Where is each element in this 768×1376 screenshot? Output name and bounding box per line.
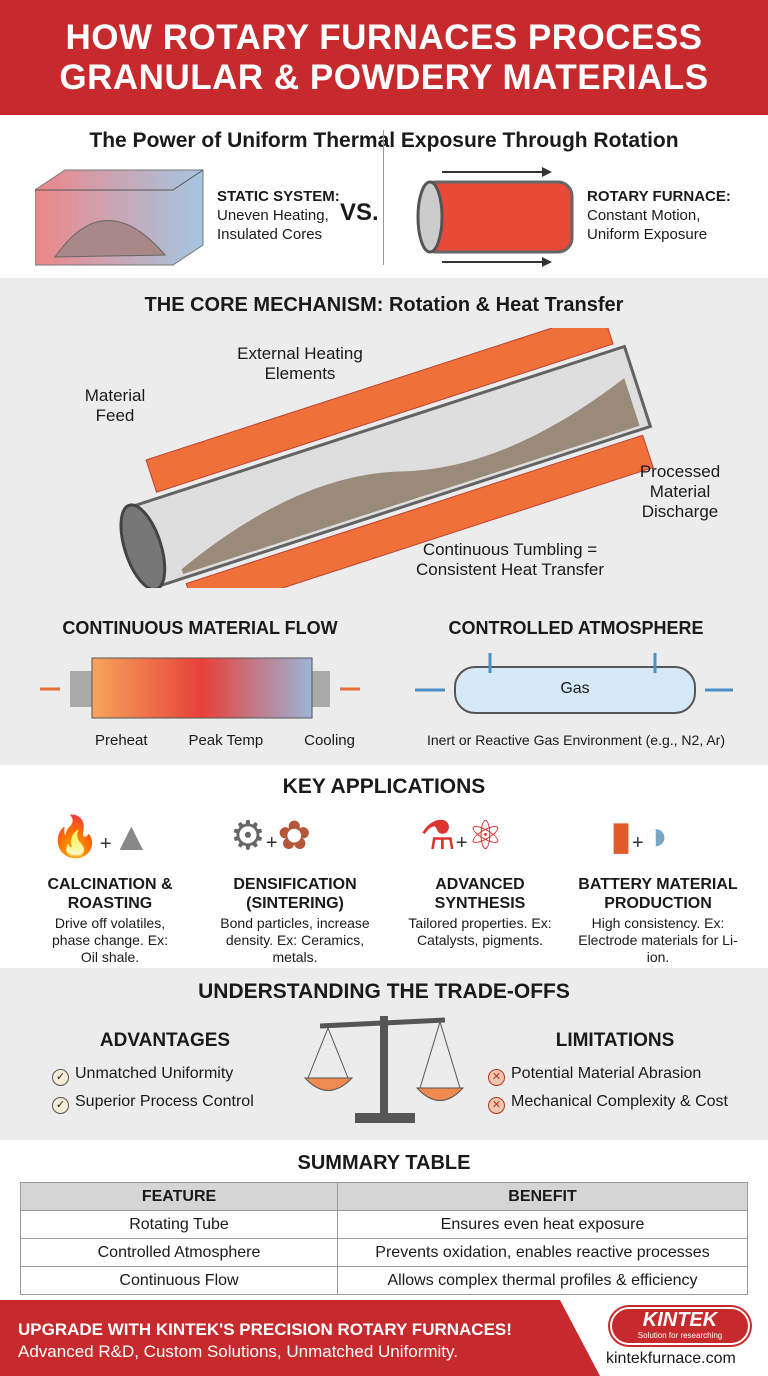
zone-cooling: Cooling <box>304 732 355 749</box>
divider <box>383 130 384 265</box>
applications-title: KEY APPLICATIONS <box>282 775 486 798</box>
battery-icon: ▮+◑ <box>610 814 668 858</box>
atmosphere-caption: Inert or Reactive Gas Environment (e.g.,… <box>426 732 725 748</box>
static-desc-1: Uneven Heating, <box>217 207 329 224</box>
summary-title: SUMMARY TABLE <box>297 1152 471 1174</box>
gas-label: Gas <box>560 680 590 697</box>
tradeoffs-title: UNDERSTANDING THE TRADE-OFFS <box>198 980 570 1003</box>
material-feed-label: Material Feed <box>84 386 146 425</box>
balance-scale-icon <box>303 1016 465 1123</box>
tumbling-label: Continuous Tumbling = Consistent Heat Tr… <box>415 540 605 579</box>
flow-diagram <box>40 657 360 719</box>
gears-particles-icon: ⚙+✿ <box>230 814 312 858</box>
flame-powder-icon: 🔥+▲ <box>50 815 152 859</box>
heating-elements-label: External Heating Elements <box>237 344 363 383</box>
limitation-item: ✕Mechanical Complexity & Cost <box>488 1088 728 1116</box>
footer-cta: UPGRADE WITH KINTEK'S PRECISION ROTARY F… <box>18 1320 512 1339</box>
advantage-item: ✓Unmatched Uniformity <box>52 1060 254 1088</box>
zone-peak-temp: Peak Temp <box>188 732 264 749</box>
limitation-item: ✕Potential Material Abrasion <box>488 1060 728 1088</box>
rotary-title: ROTARY FURNACE: <box>587 188 731 205</box>
limitations-title: LIMITATIONS <box>555 1030 675 1051</box>
check-icon: ✓ <box>52 1097 69 1114</box>
flask-molecule-icon: ⚗+⚛ <box>420 814 504 858</box>
title-line-1: HOW ROTARY FURNACES PROCESS <box>65 18 703 57</box>
vs-label: VS. <box>340 199 379 226</box>
x-icon: ✕ <box>488 1069 505 1086</box>
rotary-tube-illustration <box>416 167 574 267</box>
discharge-label: Processed Material Discharge <box>639 462 721 521</box>
header-banner: HOW ROTARY FURNACES PROCESS GRANULAR & P… <box>0 0 768 115</box>
rotary-desc-2: Uniform Exposure <box>587 226 708 243</box>
intro-subtitle: The Power of Uniform Thermal Exposure Th… <box>89 129 679 152</box>
zone-preheat: Preheat <box>95 732 148 749</box>
applications-section: KEY APPLICATIONS 🔥+▲ ⚙+✿ ⚗+⚛ ▮+◑ CALCINA… <box>0 765 768 968</box>
application-sintering: DENSIFICATION (SINTERING)Bond particles,… <box>220 876 370 965</box>
advantage-item: ✓Superior Process Control <box>52 1088 254 1116</box>
title-line-2: GRANULAR & POWDERY MATERIALS <box>59 58 709 97</box>
rotary-desc-1: Constant Motion, <box>587 207 701 224</box>
mechanism-section: THE CORE MECHANISM: Rotation & Heat Tran… <box>0 278 768 765</box>
flow-title: CONTINUOUS MATERIAL FLOW <box>62 618 338 638</box>
footer-subtext: Advanced R&D, Custom Solutions, Unmatche… <box>18 1342 458 1361</box>
static-title: STATIC SYSTEM: <box>217 188 340 205</box>
tradeoffs-section: UNDERSTANDING THE TRADE-OFFS ADVANTAGES … <box>0 968 768 1140</box>
x-icon: ✕ <box>488 1097 505 1114</box>
footer-banner <box>0 1300 600 1376</box>
website-link[interactable]: kintekfurnace.com <box>606 1350 736 1367</box>
static-box-illustration <box>35 169 204 266</box>
atmosphere-diagram <box>415 653 733 714</box>
mechanism-title: THE CORE MECHANISM: Rotation & Heat Tran… <box>144 294 624 316</box>
rotary-furnace-diagram <box>119 328 654 588</box>
check-icon: ✓ <box>52 1069 69 1086</box>
advantages-title: ADVANTAGES <box>99 1030 231 1051</box>
static-desc-2: Insulated Cores <box>217 226 323 243</box>
atmosphere-title: CONTROLLED ATMOSPHERE <box>448 618 704 638</box>
intro-section: The Power of Uniform Thermal Exposure Th… <box>0 115 768 278</box>
kintek-logo[interactable]: KINTEK Solution for researching <box>610 1307 750 1345</box>
